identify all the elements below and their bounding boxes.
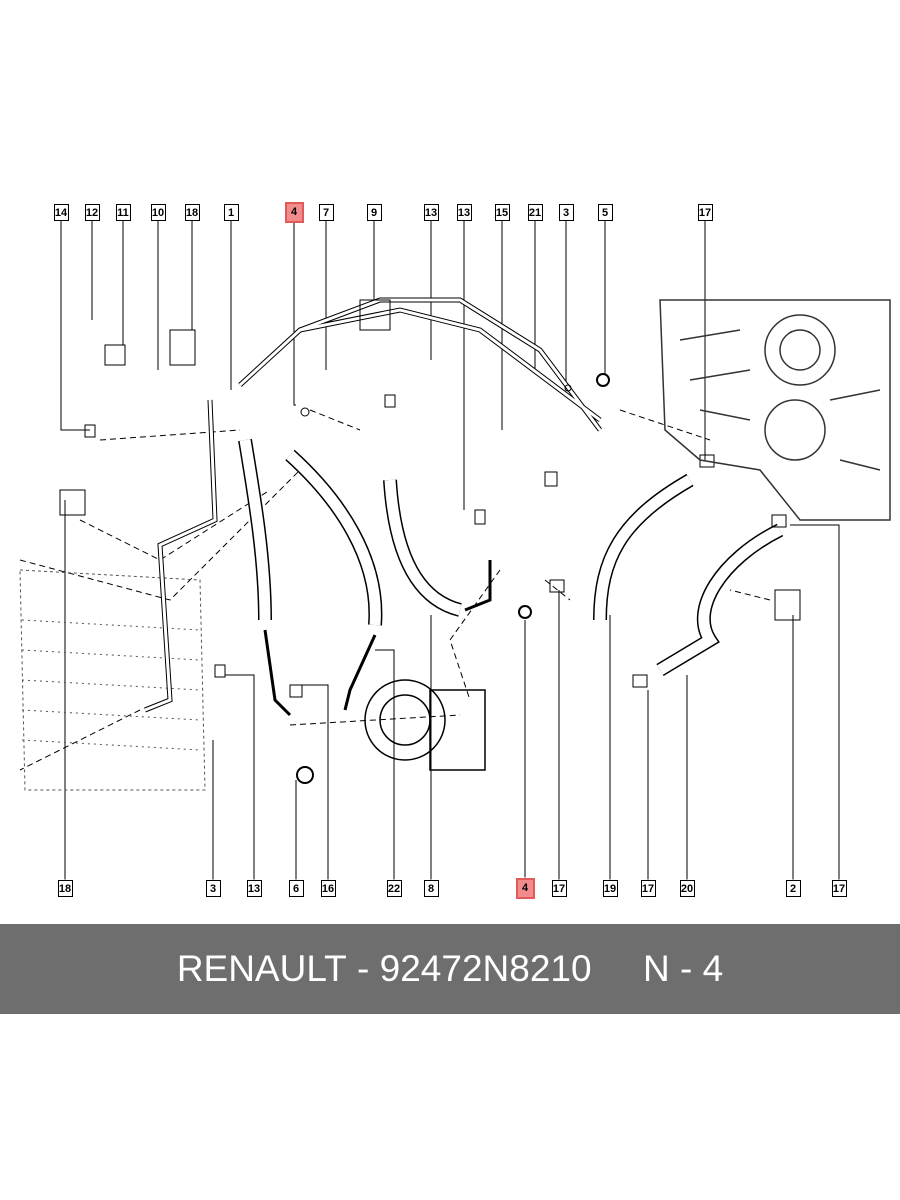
callout-top-3: 3 xyxy=(558,203,574,221)
callout-bottom-8: 8 xyxy=(423,879,439,897)
leader-line xyxy=(60,220,90,431)
part-number: 92472N8210 xyxy=(379,948,592,989)
callout-bottom-13: 13 xyxy=(246,879,262,897)
callout-bottom-4-highlighted: 4 xyxy=(515,877,535,899)
compressor xyxy=(364,679,486,771)
callout-bottom-3: 3 xyxy=(205,879,221,897)
callout-bottom-22: 22 xyxy=(386,879,402,897)
callout-top-14: 14 xyxy=(53,203,69,221)
callout-top-21: 21 xyxy=(527,203,543,221)
leader-line xyxy=(300,684,329,880)
callout-top-15: 15 xyxy=(494,203,510,221)
gap xyxy=(592,948,643,990)
position-label: N - 4 xyxy=(642,948,724,989)
leader-line xyxy=(225,674,255,880)
callout-bottom-2: 2 xyxy=(785,879,801,897)
callout-top-13: 13 xyxy=(423,203,439,221)
callout-bottom-17: 17 xyxy=(831,879,847,897)
callout-top-1: 1 xyxy=(223,203,239,221)
leader-line xyxy=(790,524,840,880)
engine-block xyxy=(659,299,891,521)
brand-name: RENAULT xyxy=(176,948,347,989)
callout-bottom-19: 19 xyxy=(602,879,618,897)
callout-top-7: 7 xyxy=(318,203,334,221)
callout-top-11: 11 xyxy=(115,203,131,221)
part-info-banner: RENAULT - 92472N8210 N - 4 xyxy=(0,924,900,1014)
leader-line xyxy=(293,222,296,406)
callout-top-4-highlighted: 4 xyxy=(284,201,304,223)
callout-bottom-16: 16 xyxy=(320,879,336,897)
callout-bottom-20: 20 xyxy=(679,879,695,897)
callout-bottom-17: 17 xyxy=(551,879,567,897)
callout-top-12: 12 xyxy=(84,203,100,221)
parts-drawing xyxy=(19,297,891,791)
callout-top-5: 5 xyxy=(597,203,613,221)
callout-top-10: 10 xyxy=(150,203,166,221)
callout-bottom-6: 6 xyxy=(288,879,304,897)
leader-line xyxy=(375,649,395,880)
callout-bottom-17: 17 xyxy=(640,879,656,897)
callout-top-9: 9 xyxy=(366,203,382,221)
callout-top-17: 17 xyxy=(697,203,713,221)
separator: - xyxy=(346,948,380,989)
callout-bottom-18: 18 xyxy=(57,879,73,897)
callout-top-13: 13 xyxy=(456,203,472,221)
ac-hose-parts-diagram xyxy=(19,220,891,880)
condenser xyxy=(19,569,206,791)
callout-top-18: 18 xyxy=(184,203,200,221)
